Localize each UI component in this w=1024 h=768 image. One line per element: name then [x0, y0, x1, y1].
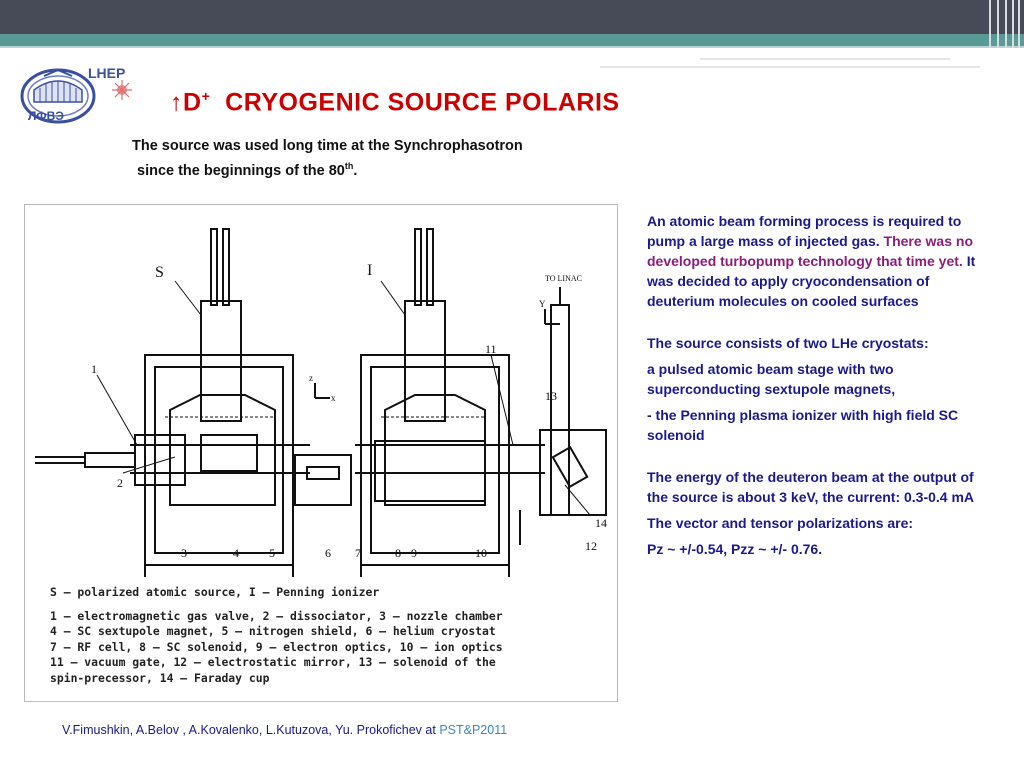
logo-bottom-text: ЛФВЭ: [28, 109, 64, 123]
header-bar: [0, 0, 1024, 34]
label-8: 8: [395, 546, 401, 560]
header-line: [0, 46, 1024, 48]
paragraph-cryostats: The source consists of two LHe cryostats…: [647, 335, 929, 351]
label-12: 12: [585, 539, 597, 553]
legend-line: 11 — vacuum gate, 12 — electrostatic mir…: [50, 655, 496, 670]
label-5: 5: [269, 546, 275, 560]
legend-line: S — polarized atomic source, I — Penning…: [50, 585, 380, 599]
paragraph-energy: The energy of the deuteron beam at the o…: [647, 469, 975, 505]
legend-line: 1 — electromagnetic gas valve, 2 — disso…: [50, 608, 503, 623]
label-i: I: [367, 262, 372, 279]
lhep-logo: LHEP ЛФВЭ: [20, 65, 132, 124]
label-13: 13: [545, 389, 557, 403]
header-bars-decoration: [985, 0, 1024, 48]
label-to-linac: TO LINAC: [545, 274, 582, 283]
apparatus-drawing: S I 1 2 3 4 5 6 7 8 9 10 11 12 13 14 TO …: [35, 228, 607, 577]
description-text: An atomic beam forming process is requir…: [647, 211, 997, 559]
label-11: 11: [485, 342, 497, 356]
subtitle-line-1: The source was used long time at the Syn…: [132, 138, 523, 154]
schematic-figure: S I 1 2 3 4 5 6 7 8 9 10 11 12 13 14 TO …: [24, 204, 618, 702]
label-6: 6: [325, 546, 331, 560]
label-axis-y: Y: [539, 299, 546, 309]
legend-line: 4 — SC sextupole magnet, 5 — nitrogen sh…: [50, 624, 496, 639]
label-1: 1: [91, 362, 97, 376]
paragraph-polarization-values: Pz ~ +/-0.54, Pzz ~ +/- 0.76.: [647, 541, 823, 557]
label-9: 9: [411, 546, 417, 560]
decorative-line: [600, 66, 980, 68]
label-10: 10: [475, 546, 487, 560]
label-7: 7: [355, 546, 361, 560]
paragraph-polarizations-heading: The vector and tensor polarizations are:: [647, 515, 914, 531]
logo-top-text: LHEP: [88, 65, 125, 81]
label-3: 3: [181, 546, 187, 560]
paragraph-pulsed-stage: a pulsed atomic beam stage with two supe…: [647, 361, 896, 397]
subtitle-line-2: since the beginnings of the 80th.: [137, 161, 358, 179]
figure-legend: S — polarized atomic source, I — Penning…: [50, 585, 503, 687]
label-s: S: [155, 264, 164, 281]
slide-subtitle: The source was used long time at the Syn…: [132, 136, 523, 181]
label-axis-x: x: [331, 393, 336, 403]
legend-line: 7 — RF cell, 8 — SC solenoid, 9 — electr…: [50, 639, 503, 654]
paragraph-penning: - the Penning plasma ionizer with high f…: [647, 407, 959, 443]
footer-credits: V.Fimushkin, A.Belov , A.Kovalenko, L.Ku…: [62, 723, 508, 737]
label-2: 2: [117, 476, 123, 490]
legend-line: spin-precessor, 14 — Faraday cup: [50, 670, 270, 685]
label-4: 4: [233, 546, 239, 560]
decorative-line: [700, 58, 950, 60]
label-14: 14: [595, 516, 607, 530]
label-axis-z: z: [309, 373, 313, 383]
slide-title: ↑D+ CRYOGENIC SOURCE POLARIS: [170, 88, 620, 117]
header-stripe: [0, 34, 1024, 46]
conference-name: PST&P2011: [439, 723, 508, 737]
paragraph-atomic-beam: An atomic beam forming process is requir…: [647, 213, 976, 309]
